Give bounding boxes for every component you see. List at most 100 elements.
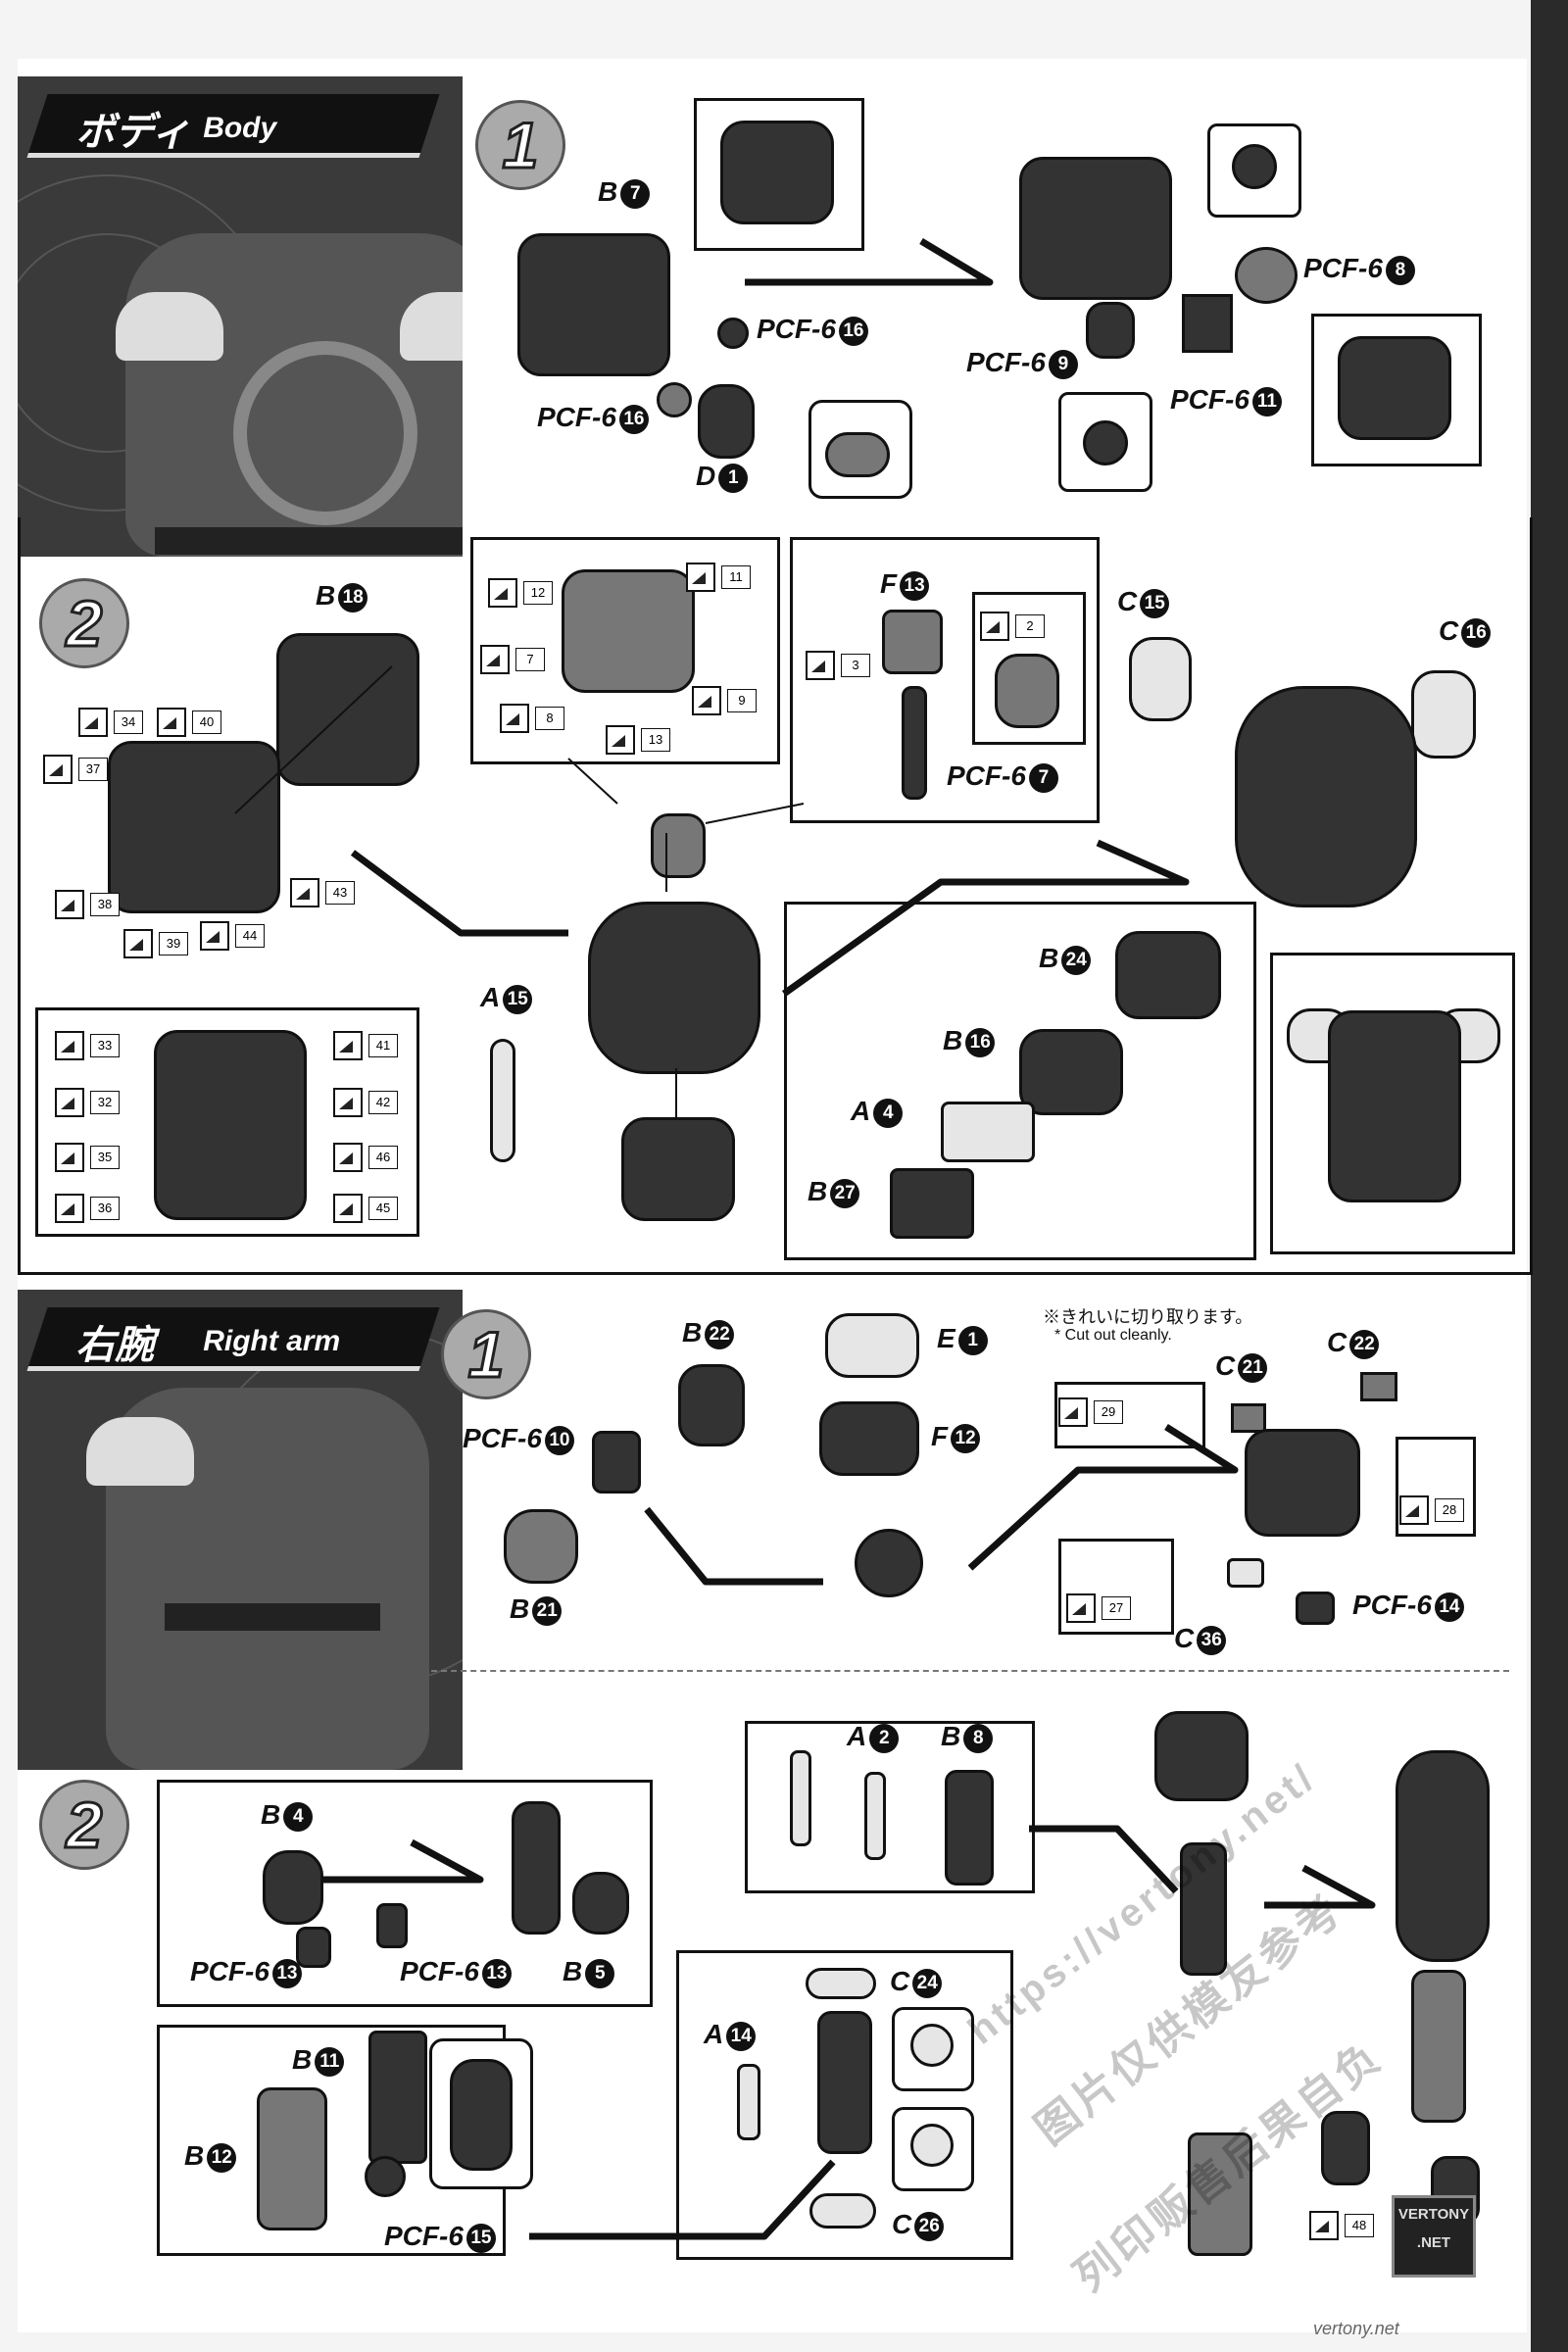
arrow-step	[745, 237, 994, 286]
part-arm-assembled-lower	[1411, 1970, 1466, 2123]
part-back-view	[720, 121, 834, 224]
cut-note-en: * Cut out cleanly.	[1054, 1327, 1172, 1344]
sticker-tag: 42	[333, 1088, 398, 1117]
right-edge-bar	[1531, 0, 1568, 2352]
part-c21	[1231, 1403, 1266, 1433]
part-front-view	[1338, 336, 1451, 440]
part-c16	[1411, 670, 1476, 759]
arrow-step	[967, 1424, 1239, 1571]
shoulder-armor	[86, 1417, 194, 1486]
arrow-step	[350, 850, 568, 937]
body-header-panel: ボディ Body	[18, 76, 463, 557]
part-b16	[1019, 1029, 1123, 1115]
detail-box	[1207, 123, 1301, 218]
part-torso-detail	[562, 569, 695, 693]
arrow-step	[644, 1506, 823, 1586]
detail-box	[808, 400, 912, 499]
part-pcf16	[657, 382, 692, 417]
part-front-plate	[108, 741, 280, 913]
part-b4	[263, 1850, 323, 1925]
detail-box	[1058, 392, 1152, 492]
logo-line2: .NET	[1416, 2234, 1451, 2251]
sub-step-box	[157, 1780, 653, 2007]
part-pcf15	[365, 2156, 406, 2197]
part-a14	[737, 2064, 760, 2140]
arrow-step	[1029, 1825, 1179, 1894]
part-pcf13	[376, 1903, 408, 1948]
part-body-assembled	[1019, 157, 1172, 300]
sticker-tag: 44	[200, 921, 265, 951]
part-lower-arm	[1188, 2132, 1252, 2256]
part-b24	[1115, 931, 1221, 1019]
sticker-tag: 43	[290, 878, 355, 907]
part-c36	[1227, 1558, 1264, 1588]
sticker-tag: 32	[55, 1088, 120, 1117]
part-a2	[864, 1772, 886, 1860]
part-e1	[825, 1313, 919, 1378]
part-c26	[809, 2193, 876, 2229]
part-torso-final	[1328, 1010, 1461, 1202]
connector	[567, 758, 618, 805]
part-forearm	[817, 2011, 872, 2154]
vertony-logo: VERTONY .NET	[1392, 2195, 1476, 2278]
step-number: 2	[39, 1780, 129, 1870]
part-c15	[1129, 637, 1192, 721]
part-b11	[368, 2031, 427, 2164]
sticker-tag: 7	[480, 645, 545, 674]
part-a4	[941, 1102, 1035, 1162]
belt	[165, 1603, 380, 1631]
part-b12	[257, 2087, 327, 2230]
step-number: 1	[475, 100, 565, 190]
part-b18	[276, 633, 419, 786]
detail-box	[694, 98, 864, 251]
step-number: 1	[441, 1309, 531, 1399]
step-number: 2	[39, 578, 129, 668]
shoulder-armor	[116, 292, 223, 361]
part-pcf9	[1086, 302, 1135, 359]
part-ring-detail	[910, 2124, 954, 2167]
step2-frame	[18, 517, 1533, 1275]
connector	[234, 665, 393, 814]
sticker-tag: 11	[686, 563, 751, 592]
part-shoulder-assembled	[1245, 1429, 1360, 1537]
part-detail	[1083, 420, 1128, 466]
sticker-tag: 39	[123, 929, 188, 958]
part-neck	[651, 813, 706, 878]
part-detail-box	[429, 2038, 533, 2189]
part-c22	[1360, 1372, 1397, 1401]
part-b5	[572, 1872, 629, 1935]
sticker-tag: 38	[55, 890, 120, 919]
part-detail	[1232, 144, 1277, 189]
arrow-step	[323, 1838, 484, 1884]
sticker-tag: 8	[500, 704, 564, 733]
part-pcf10	[592, 1431, 641, 1494]
part-b27	[890, 1168, 974, 1239]
part-b8	[945, 1770, 994, 1886]
part-a2-detail	[790, 1750, 811, 1846]
sticker-tag: 13	[606, 725, 670, 755]
sticker-tag: 41	[333, 1031, 398, 1060]
sticker-tag: 12	[488, 578, 553, 608]
connector	[705, 803, 805, 824]
part-a15	[490, 1039, 515, 1162]
step-divider	[431, 1670, 1509, 1672]
